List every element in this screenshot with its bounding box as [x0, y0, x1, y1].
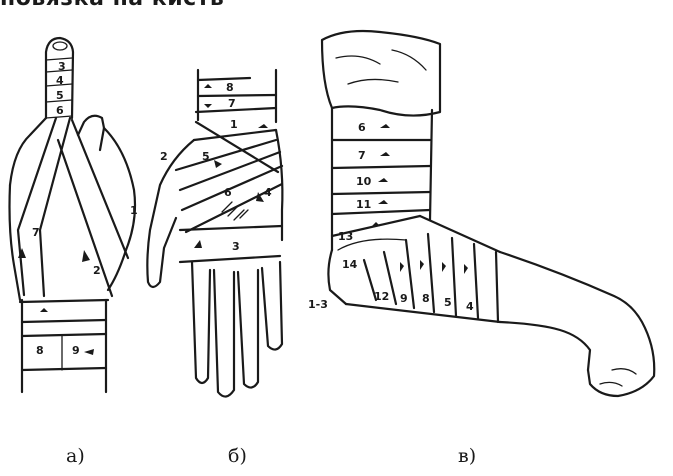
turn-label: 6	[358, 121, 366, 134]
turn-label: 6	[224, 186, 232, 199]
turn-label: 5	[202, 150, 210, 163]
turn-label: 7	[358, 149, 366, 162]
turn-label: 14	[342, 258, 358, 271]
turn-label: 6	[56, 104, 64, 117]
turn-label: 7	[32, 226, 40, 239]
turn-label: 2	[93, 264, 101, 277]
panel-c-drawing	[322, 31, 654, 396]
turn-label: 1	[230, 118, 238, 131]
panel-a-drawing	[10, 38, 136, 392]
turn-label: 1-3	[308, 298, 328, 311]
turn-label: 8	[422, 292, 430, 305]
panel-a-turn-labels: 3 4 5 6 7 2 1 8 9	[32, 60, 138, 357]
turn-label: 1	[130, 204, 138, 217]
turn-label: 2	[160, 150, 168, 163]
turn-label: 8	[36, 344, 44, 357]
turn-label: 9	[400, 292, 408, 305]
turn-label: 3	[58, 60, 66, 73]
turn-label: 10	[356, 175, 372, 188]
caption-c: в)	[458, 445, 476, 467]
turn-label: 4	[264, 186, 272, 199]
turn-label: 4	[56, 74, 64, 87]
turn-label: 13	[338, 230, 353, 243]
turn-label: 11	[356, 198, 371, 211]
turn-label: 8	[226, 81, 234, 94]
caption-b: б)	[228, 445, 247, 467]
panel-b-drawing	[147, 70, 282, 397]
turn-label: 12	[374, 290, 389, 303]
turn-label: 5	[56, 89, 64, 102]
turn-label: 7	[228, 97, 236, 110]
turn-label: 4	[466, 300, 474, 313]
turn-label: 3	[232, 240, 240, 253]
turn-label: 5	[444, 296, 452, 309]
turn-label: 9	[72, 344, 80, 357]
caption-a: а)	[66, 445, 85, 467]
